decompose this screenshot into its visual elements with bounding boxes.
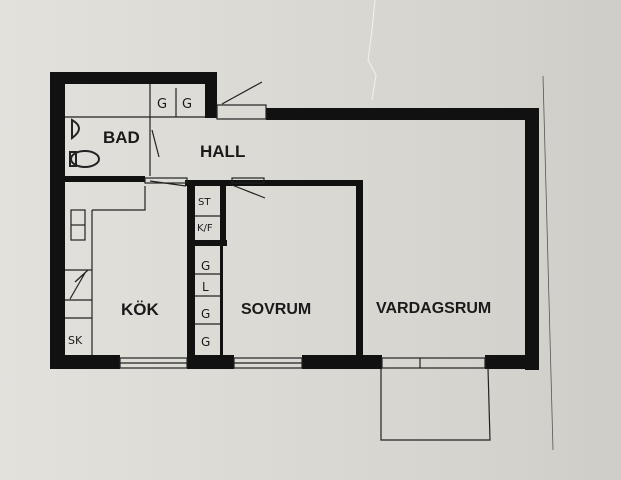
closet-label: L [202, 280, 209, 294]
closet-label: G [157, 97, 167, 112]
closet-label: G [182, 97, 192, 112]
bath-fixtures [69, 118, 100, 168]
walls [50, 72, 539, 370]
room-label-vardagsrum: VARDAGSRUM [376, 300, 491, 317]
room-label-bad: BAD [103, 128, 140, 147]
paper-crease [367, 0, 377, 101]
room-label-kok: KÖK [121, 300, 160, 319]
room-label-hall: HALL [200, 142, 245, 161]
closet-label-sk: SK [68, 334, 83, 347]
washbasin-icon [71, 118, 80, 140]
room-label-sovrum: SOVRUM [241, 301, 311, 318]
closet-label: G [201, 335, 210, 349]
closet-label: G [201, 307, 210, 321]
closet-label: ST [198, 197, 211, 208]
thin-lines [65, 81, 491, 441]
closet-label: K/F [197, 223, 213, 234]
closet-label: G [201, 259, 210, 273]
margin-line [542, 75, 554, 451]
